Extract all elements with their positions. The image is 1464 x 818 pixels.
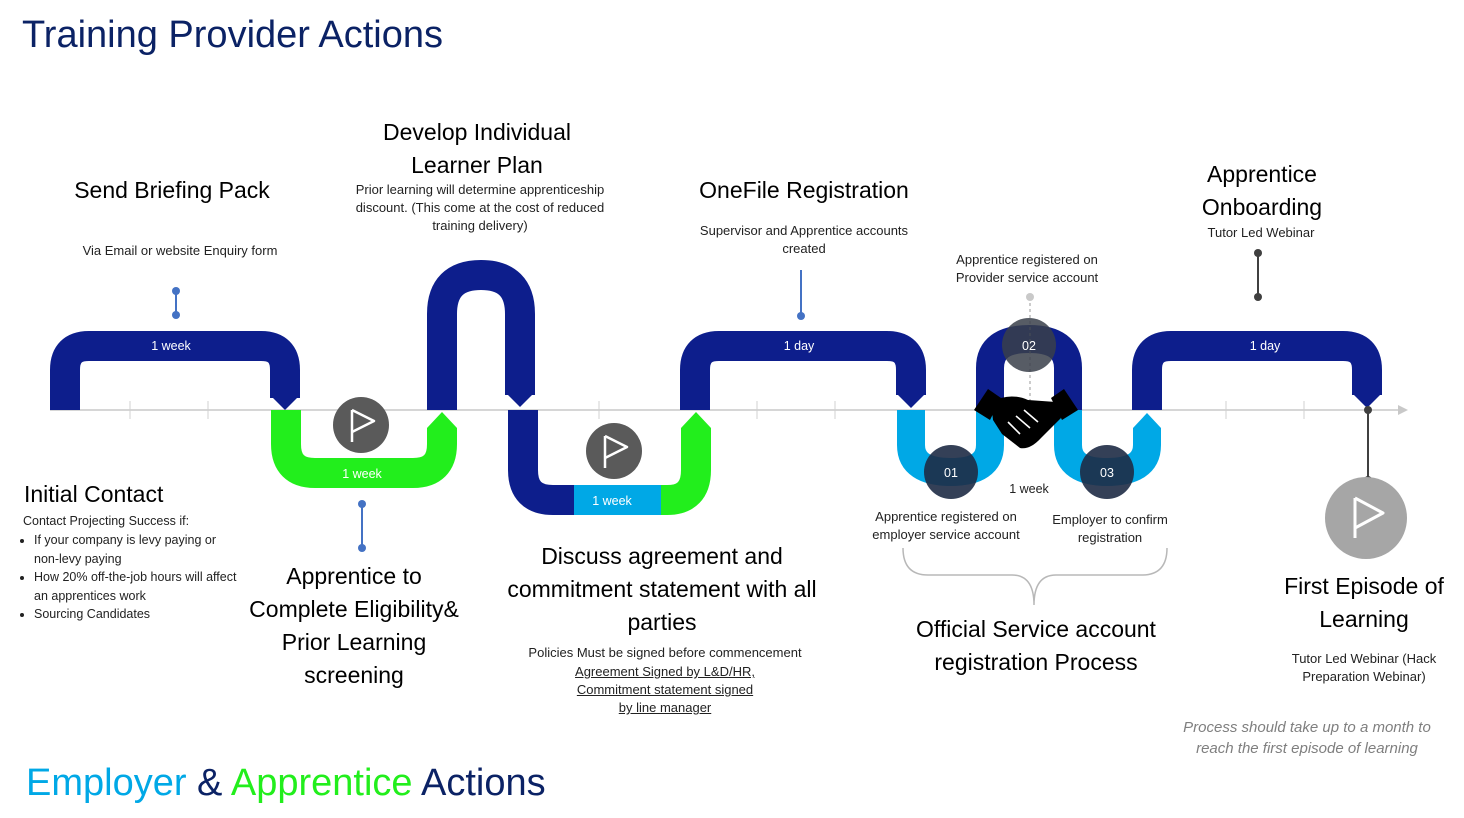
- initial-contact-bullet: If your company is levy paying or non-le…: [34, 531, 240, 568]
- agreement-signoffs: Agreement Signed by L&D/HR, Commitment s…: [545, 663, 785, 717]
- onboarding-duration: 1 day: [1250, 339, 1281, 353]
- initial-contact-bullet: How 20% off-the-job hours will affect an…: [34, 568, 240, 605]
- service-brace: [902, 547, 1168, 606]
- agreement-title: Discuss agreement and commitment stateme…: [507, 543, 817, 635]
- briefing-arch: [50, 331, 300, 410]
- agreement-duration: 1 week: [592, 494, 632, 508]
- timeline-arrowhead: [1398, 405, 1408, 415]
- initial-contact-bullet: Sourcing Candidates: [34, 605, 240, 624]
- briefing-arch-arrow: [270, 395, 300, 410]
- initial-contact-intro: Contact Projecting Success if:: [23, 514, 190, 528]
- onefile-title: OneFile Registration: [699, 177, 909, 203]
- ilp-arch-arrow: [505, 392, 535, 407]
- onboarding-arch-arrow: [1352, 393, 1382, 408]
- handshake-icon: [974, 389, 1078, 449]
- onboarding-desc: Tutor Led Webinar: [1207, 225, 1315, 240]
- initial-contact-title: Initial Contact: [24, 481, 164, 507]
- first-episode-pin: [1364, 406, 1372, 484]
- first-episode-title: First Episode of Learning: [1284, 573, 1444, 632]
- agreement-desc: Policies Must be signed before commencem…: [528, 645, 802, 660]
- ilp-desc: Prior learning will determine apprentice…: [355, 182, 605, 233]
- eligibility-duration: 1 week: [342, 467, 382, 481]
- onefile-arch-arrow: [896, 393, 926, 408]
- eligibility-title: Apprentice to Complete Eligibility& Prio…: [249, 563, 459, 688]
- eligibility-flag-icon: [333, 397, 389, 453]
- agreement-signoff-line: by line manager: [618, 700, 712, 715]
- send-briefing-title: Send Briefing Pack: [74, 177, 270, 203]
- first-episode-flag-icon: [1325, 477, 1407, 559]
- eligibility-pin: [358, 500, 366, 552]
- service-step-02-text: Apprentice registered on Provider servic…: [955, 252, 1099, 285]
- service-step-01-text: Apprentice registered on employer servic…: [872, 509, 1020, 542]
- eligibility-u: [271, 410, 457, 488]
- service-title: Official Service account registration Pr…: [916, 616, 1156, 675]
- onboarding-arch: [1132, 331, 1382, 410]
- onefile-desc: Supervisor and Apprentice accounts creat…: [699, 223, 909, 256]
- service-u-arrow: [1133, 413, 1161, 428]
- onefile-pin: [797, 270, 805, 320]
- briefing-pin: [172, 287, 180, 319]
- footer-title-amp: &: [186, 762, 231, 804]
- agreement-u-right: [661, 428, 711, 515]
- footer-title-actions: Actions: [412, 762, 546, 804]
- onefile-arch: [680, 331, 926, 410]
- onefile-duration: 1 day: [784, 339, 815, 353]
- ilp-title: Develop Individual Learner Plan: [383, 119, 571, 178]
- svg-text:01: 01: [944, 466, 958, 480]
- step-circle-03: 03: [1080, 445, 1134, 499]
- agreement-u-arrow: [681, 412, 711, 428]
- footer-title: Employer & Apprentice Actions: [26, 762, 546, 805]
- send-briefing-desc: Via Email or website Enquiry form: [82, 243, 278, 258]
- agreement-signoff-line: Commitment statement signed: [576, 682, 754, 697]
- agreement-signoff-line: Agreement Signed by L&D/HR,: [575, 664, 755, 679]
- step-circle-01: 01: [924, 445, 978, 499]
- agreement-u-middle: [574, 485, 662, 515]
- service-step-03-text: Employer to confirm registration: [1052, 512, 1168, 545]
- footer-title-employer: Employer: [26, 762, 187, 804]
- onboarding-pin: [1254, 249, 1262, 301]
- onboarding-title: Apprentice Onboarding: [1201, 161, 1323, 220]
- svg-text:02: 02: [1022, 339, 1036, 353]
- service-duration: 1 week: [1009, 482, 1049, 496]
- ilp-arch: [427, 259, 535, 410]
- timeline-note: Process should take up to a month to rea…: [1183, 719, 1431, 757]
- first-episode-desc: Tutor Led Webinar (Hack Preparation Webi…: [1291, 651, 1437, 684]
- page-title: Training Provider Actions: [22, 14, 444, 56]
- agreement-flag-icon: [586, 423, 642, 479]
- agreement-u-left: [508, 410, 575, 515]
- svg-text:03: 03: [1100, 466, 1114, 480]
- timeline-ticks: [129, 401, 1305, 419]
- initial-contact-list: If your company is levy paying or non-le…: [0, 531, 240, 624]
- footer-title-apprentice: Apprentice: [230, 762, 413, 804]
- eligibility-u-arrow: [427, 412, 457, 428]
- step-circle-02: 02: [1002, 318, 1056, 372]
- briefing-duration: 1 week: [151, 339, 191, 353]
